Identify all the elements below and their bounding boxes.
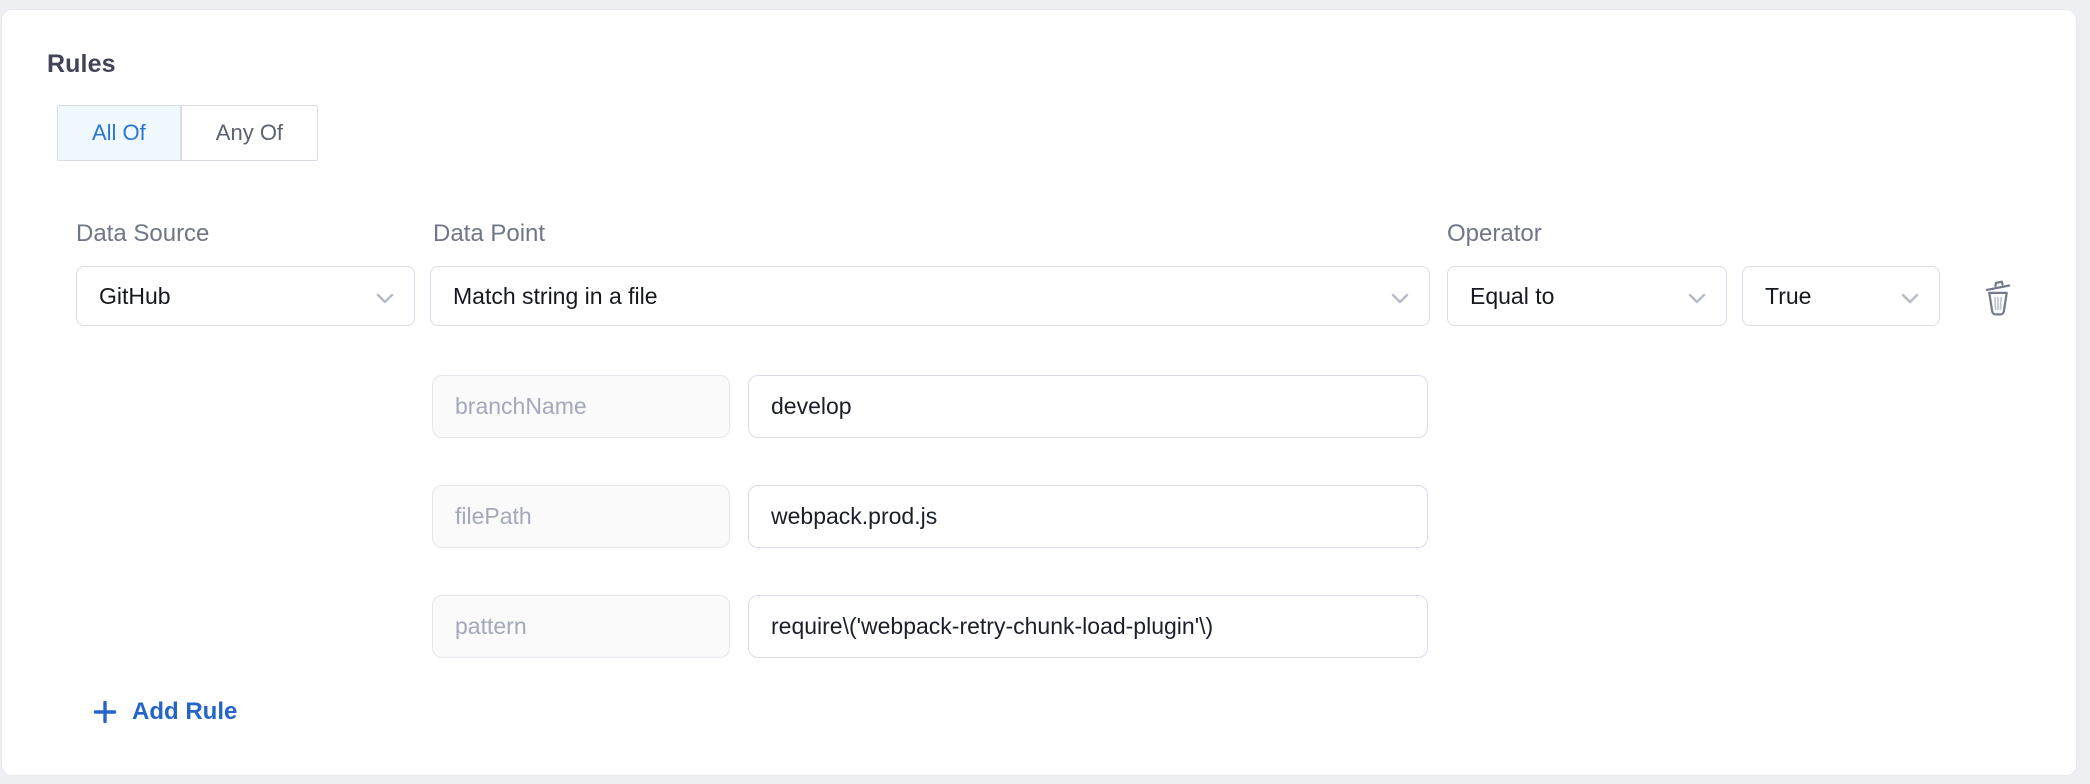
data-point-select[interactable]: Match string in a file	[430, 266, 1430, 326]
add-rule-button[interactable]: Add Rule	[92, 698, 237, 726]
add-rule-label: Add Rule	[132, 698, 238, 725]
param-key-branchname: branchName	[432, 375, 730, 438]
operator-select[interactable]: Equal to	[1447, 266, 1727, 326]
toggle-any-of[interactable]: Any Of	[180, 105, 319, 161]
param-value-pattern-input[interactable]	[748, 595, 1428, 658]
operand-select[interactable]: True	[1742, 266, 1940, 326]
chevron-down-icon	[1901, 283, 1919, 310]
operator-label: Operator	[1447, 220, 1542, 247]
chevron-down-icon	[376, 283, 394, 310]
toggle-any-of-label: Any Of	[215, 120, 284, 145]
chevron-down-icon	[1391, 283, 1409, 310]
operand-value: True	[1765, 282, 1812, 309]
trash-icon	[1979, 277, 2017, 320]
toggle-all-of[interactable]: All Of	[57, 105, 181, 161]
rules-section-title: Rules	[47, 50, 116, 78]
delete-rule-button[interactable]	[1976, 276, 2020, 320]
toggle-all-of-label: All Of	[92, 120, 146, 145]
data-source-value: GitHub	[99, 282, 171, 309]
param-key-pattern: pattern	[432, 595, 730, 658]
rules-card: Rules All Of Any Of Data Source Data Poi…	[2, 10, 2076, 775]
data-source-select[interactable]: GitHub	[76, 266, 415, 326]
param-value-branchname-input[interactable]	[748, 375, 1428, 438]
data-point-value: Match string in a file	[453, 282, 658, 309]
param-value-filepath-input[interactable]	[748, 485, 1428, 548]
match-mode-toggle: All Of Any Of	[57, 105, 319, 161]
chevron-down-icon	[1688, 283, 1706, 310]
operator-value: Equal to	[1470, 282, 1555, 309]
param-key-filepath: filePath	[432, 485, 730, 548]
data-point-label: Data Point	[433, 220, 546, 247]
data-source-label: Data Source	[76, 220, 210, 247]
plus-icon	[92, 699, 118, 725]
